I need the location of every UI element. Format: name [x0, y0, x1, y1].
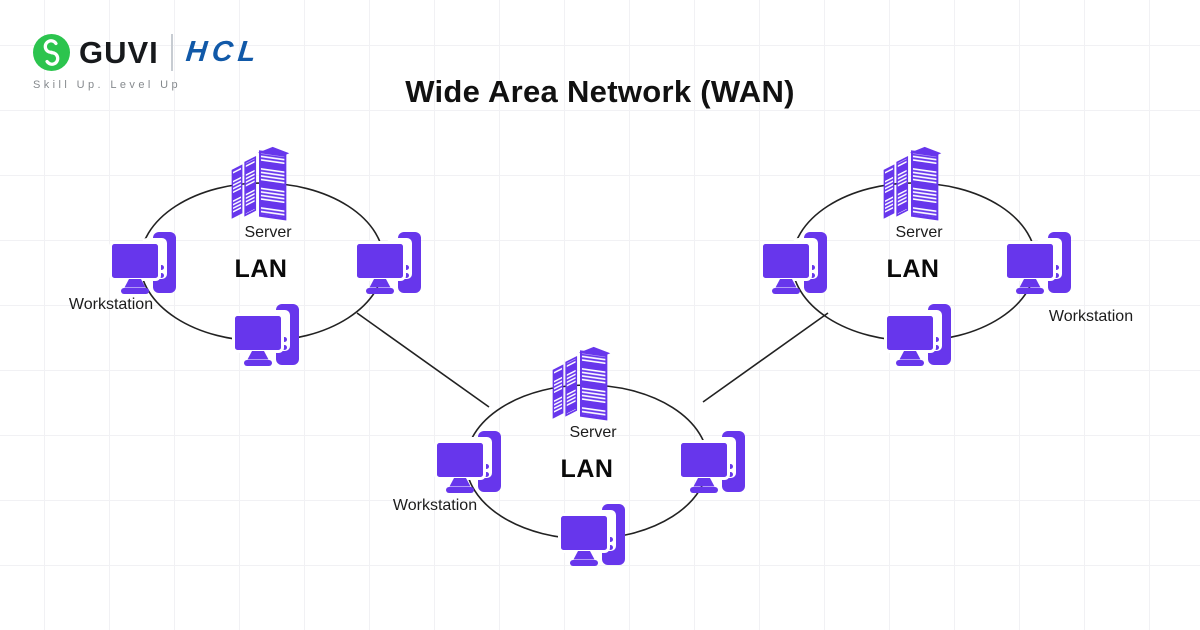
workstation-icon: [760, 231, 828, 295]
lan-label: LAN: [886, 255, 940, 283]
workstation-icon: [678, 430, 746, 494]
guvi-wordmark: GUVI: [79, 34, 159, 70]
server-icon: [228, 144, 290, 228]
server-label: Server: [569, 424, 617, 441]
workstation-icon: [884, 303, 952, 367]
workstation-label: Workstation: [392, 497, 478, 514]
hcl-wordmark: HCL: [184, 36, 263, 68]
workstation-icon: [1004, 231, 1072, 295]
brand-divider: [170, 34, 173, 71]
server-icon: [880, 144, 942, 228]
workstation-icon: [109, 231, 177, 295]
workstation-icon: [558, 503, 626, 567]
brand-header: GUVI HCL Skill Up. Level Up: [33, 34, 263, 91]
workstation-icon: [354, 231, 422, 295]
guvi-g-icon: [33, 34, 70, 71]
workstation-icon: [434, 430, 502, 494]
page-title: Wide Area Network (WAN): [405, 74, 795, 109]
workstation-label: Workstation: [68, 296, 154, 313]
brand-tagline: Skill Up. Level Up: [33, 79, 182, 91]
lan-label: LAN: [560, 455, 614, 483]
lan-label: LAN: [234, 255, 288, 283]
workstation-label: Workstation: [1048, 308, 1134, 325]
link-right-center: [702, 312, 829, 403]
server-label: Server: [895, 224, 943, 241]
server-icon: [549, 344, 611, 428]
workstation-icon: [232, 303, 300, 367]
server-label: Server: [244, 224, 292, 241]
link-left-center: [356, 312, 490, 408]
